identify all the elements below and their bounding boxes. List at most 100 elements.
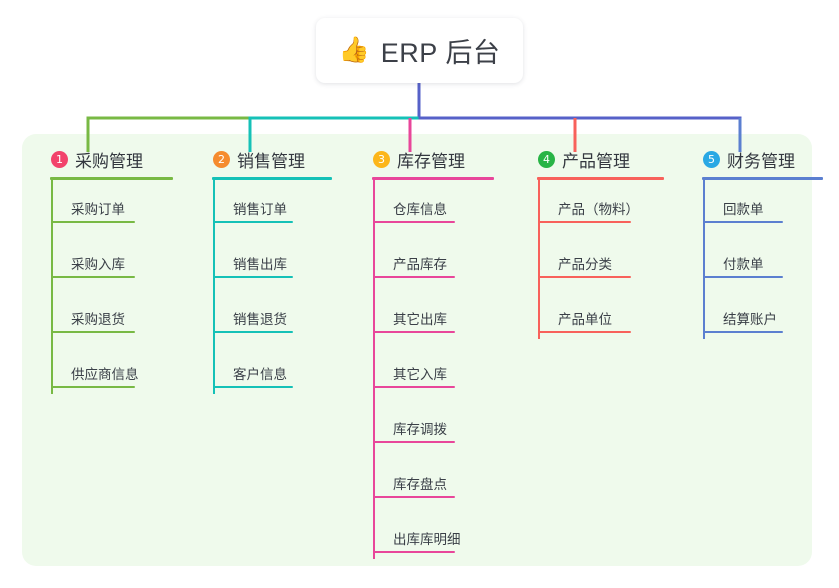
branch-item[interactable]: 采购订单 xyxy=(34,180,173,235)
branch-item-label: 付款单 xyxy=(723,257,764,272)
branch-item-label: 其它入库 xyxy=(393,367,447,382)
branch-header-rule xyxy=(372,177,494,180)
branch-header-rule xyxy=(212,177,332,180)
branch-item[interactable]: 销售出库 xyxy=(196,235,332,290)
branch-item-label: 库存调拨 xyxy=(393,422,447,437)
branch-item[interactable]: 客户信息 xyxy=(196,345,332,400)
branch-header-5[interactable]: 5 财务管理 xyxy=(686,146,823,172)
branch-item-list: 产品（物料） 产品分类产品单位 xyxy=(521,180,664,345)
branch-spine xyxy=(538,180,540,339)
branch-item-rule xyxy=(51,276,135,278)
branch-item-label: 库存盘点 xyxy=(393,477,447,492)
branch-header-2[interactable]: 2 销售管理 xyxy=(196,146,332,172)
branch-item[interactable]: 库存调拨 xyxy=(356,400,494,455)
branch-item-rule xyxy=(213,221,293,223)
branch-header-rule xyxy=(702,177,823,180)
branch-title: 采购管理 xyxy=(75,151,143,171)
thumbs-up-icon: 👍 xyxy=(338,36,370,64)
branch-spine xyxy=(213,180,215,394)
branch-header-4[interactable]: 4 产品管理 xyxy=(521,146,664,172)
branch-item-rule xyxy=(51,386,135,388)
branch-item[interactable]: 产品（物料） xyxy=(521,180,664,235)
branch-title: 产品管理 xyxy=(562,151,630,171)
branch-item-rule xyxy=(213,276,293,278)
branch-item[interactable]: 其它出库 xyxy=(356,290,494,345)
branch-title: 财务管理 xyxy=(727,151,795,171)
branch-item-rule xyxy=(703,331,783,333)
branch-item-rule xyxy=(51,221,135,223)
branch-item-label: 产品分类 xyxy=(558,257,612,272)
branch-item-label: 其它出库 xyxy=(393,312,447,327)
branch-item-label: 采购入库 xyxy=(71,257,125,272)
branch-item[interactable]: 其它入库 xyxy=(356,345,494,400)
branch-item-list: 销售订单销售出库销售退货客户信息 xyxy=(196,180,332,400)
branch-badge-5: 5 xyxy=(703,150,720,168)
branches-panel xyxy=(22,134,812,566)
branch-item-rule xyxy=(213,386,293,388)
branch-item-rule xyxy=(703,221,783,223)
branch-item-label: 回款单 xyxy=(723,202,764,217)
branch-item-label: 产品（物料） xyxy=(558,202,639,217)
branch-item[interactable]: 采购退货 xyxy=(34,290,173,345)
branch-header-rule xyxy=(50,177,173,180)
branch-item-rule xyxy=(538,331,631,333)
root-title: ERP 后台 xyxy=(380,38,501,68)
branch-item[interactable]: 仓库信息 xyxy=(356,180,494,235)
branch-badge-1: 1 xyxy=(51,150,68,168)
branch-item-rule xyxy=(373,276,455,278)
branch-item[interactable]: 付款单 xyxy=(686,235,823,290)
branch-item[interactable]: 结算账户 xyxy=(686,290,823,345)
branch-item-label: 客户信息 xyxy=(233,367,287,382)
branch-item-list: 仓库信息产品库存其它出库其它入库库存调拨库存盘点出库库明细 xyxy=(356,180,494,565)
branch-column-采购管理: 1 采购管理采购订单采购入库采购退货供应商信息 xyxy=(34,146,173,400)
branch-item-label: 销售出库 xyxy=(233,257,287,272)
branch-spine xyxy=(703,180,705,339)
branch-column-销售管理: 2 销售管理销售订单销售出库销售退货客户信息 xyxy=(196,146,332,400)
branch-item[interactable]: 产品库存 xyxy=(356,235,494,290)
branch-item-rule xyxy=(373,551,455,553)
branch-title: 销售管理 xyxy=(237,151,305,171)
branch-item[interactable]: 产品分类 xyxy=(521,235,664,290)
branch-item-rule xyxy=(213,331,293,333)
branch-item-label: 仓库信息 xyxy=(393,202,447,217)
branch-spine xyxy=(51,180,53,394)
branch-header-rule xyxy=(537,177,664,180)
branch-item-list: 采购订单采购入库采购退货供应商信息 xyxy=(34,180,173,400)
branch-header-1[interactable]: 1 采购管理 xyxy=(34,146,173,172)
branch-item-label: 采购订单 xyxy=(71,202,125,217)
branch-item-rule xyxy=(373,496,455,498)
branch-column-库存管理: 3 库存管理仓库信息产品库存其它出库其它入库库存调拨库存盘点出库库明细 xyxy=(356,146,494,565)
branch-item[interactable]: 销售退货 xyxy=(196,290,332,345)
root-node[interactable]: 👍 ERP 后台 xyxy=(316,18,523,83)
branch-item-label: 采购退货 xyxy=(71,312,125,327)
branch-item-label: 产品库存 xyxy=(393,257,447,272)
branch-item-label: 销售退货 xyxy=(233,312,287,327)
branch-item[interactable]: 产品单位 xyxy=(521,290,664,345)
branch-item[interactable]: 销售订单 xyxy=(196,180,332,235)
branch-item[interactable]: 库存盘点 xyxy=(356,455,494,510)
branch-badge-4: 4 xyxy=(538,150,555,168)
branch-item-label: 出库库明细 xyxy=(393,532,461,547)
branch-spine xyxy=(373,180,375,559)
branch-badge-3: 3 xyxy=(373,150,390,168)
branch-item-rule xyxy=(373,221,455,223)
branch-item[interactable]: 出库库明细 xyxy=(356,510,494,565)
branch-item-rule xyxy=(373,441,455,443)
branch-header-3[interactable]: 3 库存管理 xyxy=(356,146,494,172)
branch-item-rule xyxy=(373,386,455,388)
branch-item[interactable]: 供应商信息 xyxy=(34,345,173,400)
branch-column-财务管理: 5 财务管理回款单付款单结算账户 xyxy=(686,146,823,345)
branch-title: 库存管理 xyxy=(397,151,465,171)
branch-item-label: 供应商信息 xyxy=(71,367,139,382)
branch-item-rule xyxy=(373,331,455,333)
branch-badge-2: 2 xyxy=(213,150,230,168)
branch-item-label: 产品单位 xyxy=(558,312,612,327)
branch-item[interactable]: 采购入库 xyxy=(34,235,173,290)
branch-item[interactable]: 回款单 xyxy=(686,180,823,235)
branch-item-rule xyxy=(51,331,135,333)
branch-item-rule xyxy=(703,276,783,278)
branch-item-rule xyxy=(538,221,631,223)
branch-item-label: 结算账户 xyxy=(723,312,777,327)
